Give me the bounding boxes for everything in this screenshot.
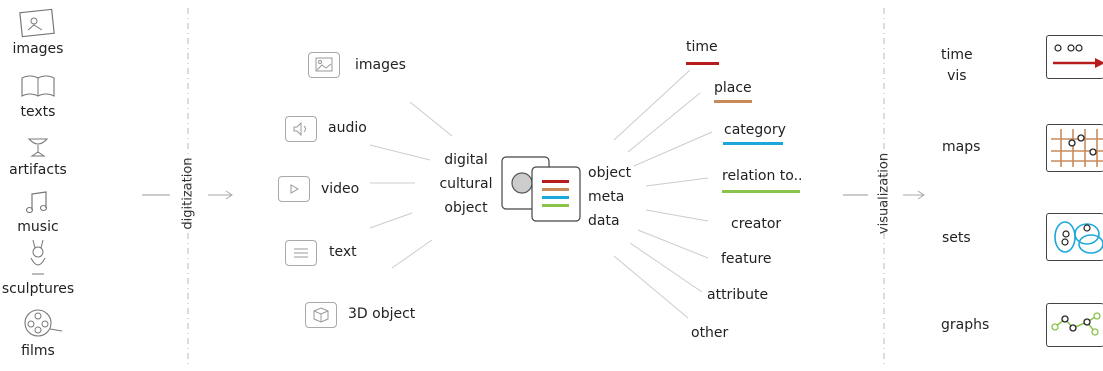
source-label-texts: texts — [20, 104, 56, 120]
media-label-images: images — [355, 57, 406, 73]
link-feature — [637, 229, 709, 259]
timeline-icon — [1046, 35, 1103, 79]
music-note-icon — [25, 191, 48, 214]
source-label-artifacts: artifacts — [9, 162, 67, 178]
vis-label-maps: maps — [942, 139, 981, 155]
meta-field-other: other — [691, 325, 729, 341]
source-label-films: films — [21, 343, 55, 359]
source-label-sculptures: sculptures — [1, 281, 75, 297]
vis-label-sets: sets — [942, 230, 971, 246]
metadata-label-line2: meta — [588, 189, 625, 205]
sets-icon — [1046, 213, 1103, 261]
media-label-audio: audio — [328, 120, 367, 136]
time-underline — [686, 62, 719, 65]
book-icon — [21, 75, 55, 97]
link-category — [633, 131, 713, 167]
center-object-line2: cultural — [439, 176, 493, 192]
link-3d — [391, 239, 433, 269]
meta-field-relation: relation to.. — [722, 168, 803, 184]
link-relation — [645, 177, 709, 187]
link-creator — [645, 209, 709, 222]
graph-icon — [1046, 303, 1103, 347]
visualization-label: visualization — [876, 152, 892, 235]
category-underline — [723, 142, 783, 145]
center-object-line1: digital — [444, 152, 488, 168]
vis-label-graphs: graphs — [941, 317, 990, 333]
relation-underline — [722, 190, 800, 193]
link-place — [627, 92, 701, 153]
image-type-icon — [308, 52, 340, 78]
link-images — [409, 101, 453, 137]
link-time — [613, 69, 691, 141]
meta-field-attribute: attribute — [707, 287, 769, 303]
media-label-video: video — [321, 181, 360, 197]
media-label-3d-object: 3D object — [348, 306, 416, 322]
source-label-music: music — [17, 219, 59, 235]
cube-icon — [305, 302, 337, 328]
meta-field-creator: creator — [731, 216, 782, 232]
object-metadata-icon — [501, 156, 581, 222]
link-other — [613, 255, 689, 319]
meta-field-time: time — [686, 39, 718, 55]
map-grid-icon — [1046, 124, 1103, 172]
vis-label-time: time vis — [941, 47, 973, 84]
place-underline — [714, 100, 752, 103]
link-text — [369, 212, 413, 229]
meta-field-category: category — [724, 122, 786, 138]
link-audio — [369, 144, 431, 161]
text-lines-icon — [285, 240, 317, 266]
center-object-line3: object — [444, 200, 488, 216]
digitization-label: digitization — [180, 157, 196, 230]
film-reel-icon — [24, 309, 63, 337]
speaker-icon — [285, 116, 317, 142]
metadata-label-line1: object — [588, 165, 632, 181]
meta-field-place: place — [714, 80, 752, 96]
sculpture-icon — [30, 239, 46, 275]
media-label-text: text — [329, 244, 357, 260]
source-label-images: images — [12, 41, 64, 57]
link-attribute — [629, 242, 703, 293]
meta-field-feature: feature — [721, 251, 772, 267]
metadata-label-line3: data — [588, 213, 620, 229]
goblet-icon — [27, 138, 49, 157]
picture-frame-icon — [19, 8, 55, 38]
play-icon — [278, 176, 310, 202]
